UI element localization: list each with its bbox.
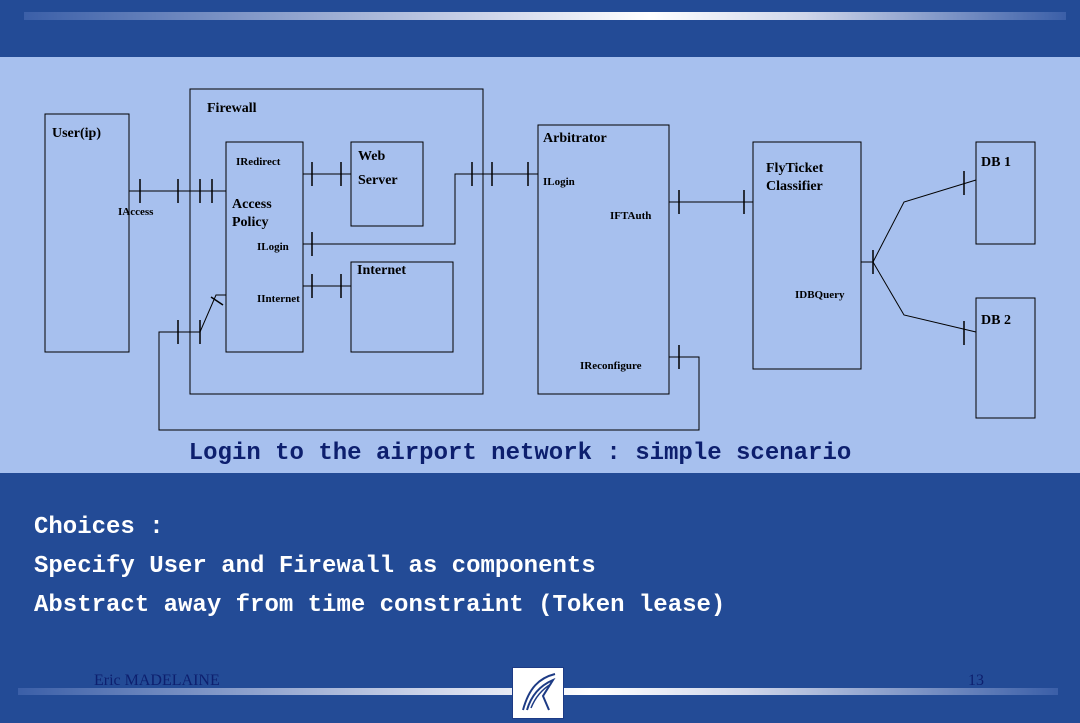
wire-query-db1 (861, 179, 977, 263)
web-server-title-line1: Web (358, 149, 385, 164)
iaccess-label: IAccess (118, 206, 154, 218)
arbitrator-box (537, 124, 670, 395)
idbquery-label: IDBQuery (795, 289, 845, 301)
arbitrator-title: Arbitrator (543, 131, 607, 146)
user-title: User(ip) (52, 126, 101, 141)
diagram-caption: Login to the airport network : simple sc… (188, 440, 852, 467)
ilogin-firewall-label: ILogin (257, 241, 289, 253)
internet-box (350, 261, 454, 353)
choices-heading: Choices : (34, 514, 164, 541)
firewall-title: Firewall (207, 101, 257, 116)
iredirect-label: IRedirect (236, 156, 281, 168)
flyticket-title-line2: Classifier (766, 179, 823, 194)
db1-box (975, 141, 1036, 245)
ilogin-arbitrator-label: ILogin (543, 176, 575, 188)
choice-item: Abstract away from time constraint (Toke… (34, 592, 726, 619)
db1-title: DB 1 (981, 155, 1011, 170)
choice-item: Specify User and Firewall as components (34, 553, 596, 580)
port-tick (210, 296, 224, 306)
flyticket-title-line1: FlyTicket (766, 161, 824, 176)
architecture-diagram: User(ip) Firewall Access Policy Web Serv… (44, 88, 1036, 431)
logo-icon (512, 667, 564, 719)
iftauth-label: IFTAuth (610, 210, 651, 222)
wire-reconfigure-loop (158, 294, 700, 431)
top-decorative-bar (24, 12, 1066, 20)
footer-author: Eric MADELAINE (94, 672, 220, 689)
choices-list: Choices : Specify User and Firewall as c… (34, 508, 725, 625)
internet-title: Internet (357, 263, 406, 278)
access-policy-title-line2: Policy (232, 215, 269, 230)
page-number: 13 (968, 672, 984, 689)
diagram-panel: User(ip) Firewall Access Policy Web Serv… (0, 57, 1080, 473)
web-server-title-line2: Server (358, 173, 398, 188)
db2-title: DB 2 (981, 313, 1011, 328)
flyticket-box (752, 141, 862, 370)
access-policy-box (225, 141, 304, 353)
user-box (44, 113, 130, 353)
wire-query-db2 (872, 261, 977, 333)
web-server-box (350, 141, 424, 227)
iinternet-label: IInternet (257, 293, 300, 305)
wire-ilogin-arbitrator (303, 173, 538, 245)
db2-box (975, 297, 1036, 419)
ireconfigure-label: IReconfigure (580, 360, 642, 372)
access-policy-title-line1: Access (232, 197, 272, 212)
